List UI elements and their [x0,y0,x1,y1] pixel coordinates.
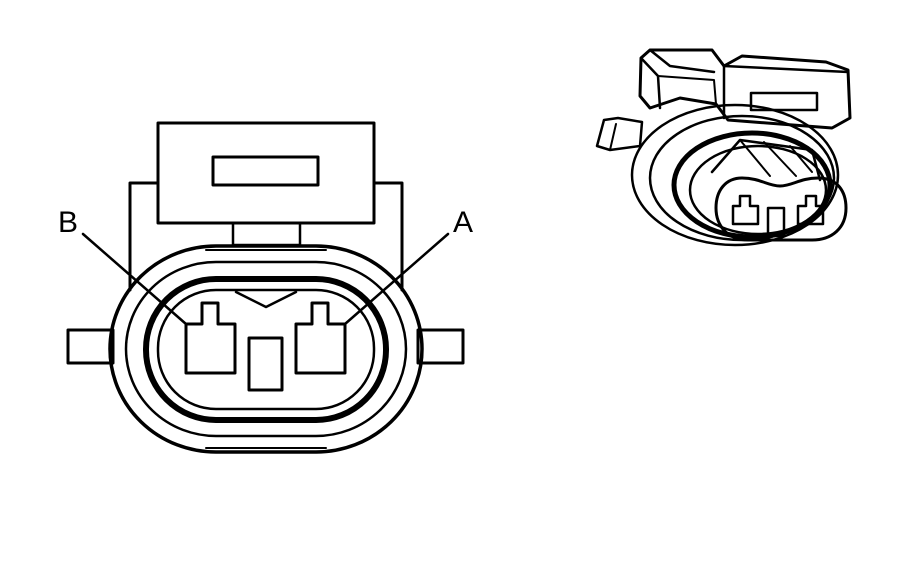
perspective-barrel-back [630,103,840,247]
seal-ring-outer [124,260,408,438]
perspective-latch-arm-edge [657,75,717,105]
perspective-terminal-a [796,194,825,226]
leader-line-b [81,232,188,326]
perspective-plug-face [714,176,848,242]
perspective-latch-window [749,91,819,112]
leader-line-a [343,232,450,326]
side-ear-left [66,328,115,365]
perspective-plug-ribs [739,139,813,177]
center-key-slot [247,336,284,392]
connector-front-view: B A [58,121,473,454]
pin-label-a: A [453,206,473,239]
perspective-center-key [766,206,786,238]
perspective-barrel-ring-2 [671,130,833,240]
housing-shoulders [128,181,404,292]
perspective-plug-sleeve [710,138,822,182]
terminal-cavity-b [184,301,237,375]
perspective-latch-front [722,64,850,120]
perspective-side-ear-edge [609,123,617,151]
connector-perspective-view [595,48,852,247]
terminal-cavity-a [294,301,347,375]
key-notch [234,290,298,309]
housing-tab-step [231,221,302,247]
seal-ring-thick [143,276,389,423]
perspective-terminal-b [731,194,760,226]
perspective-side-ear [595,116,644,152]
pin-label-b: B [58,206,78,239]
lock-tab-window [211,155,320,187]
lock-tab-top [156,121,376,225]
perspective-barrel-ring-3 [688,144,828,236]
side-ear-right [416,328,465,365]
outer-shell [108,244,424,454]
inner-face [156,288,376,411]
